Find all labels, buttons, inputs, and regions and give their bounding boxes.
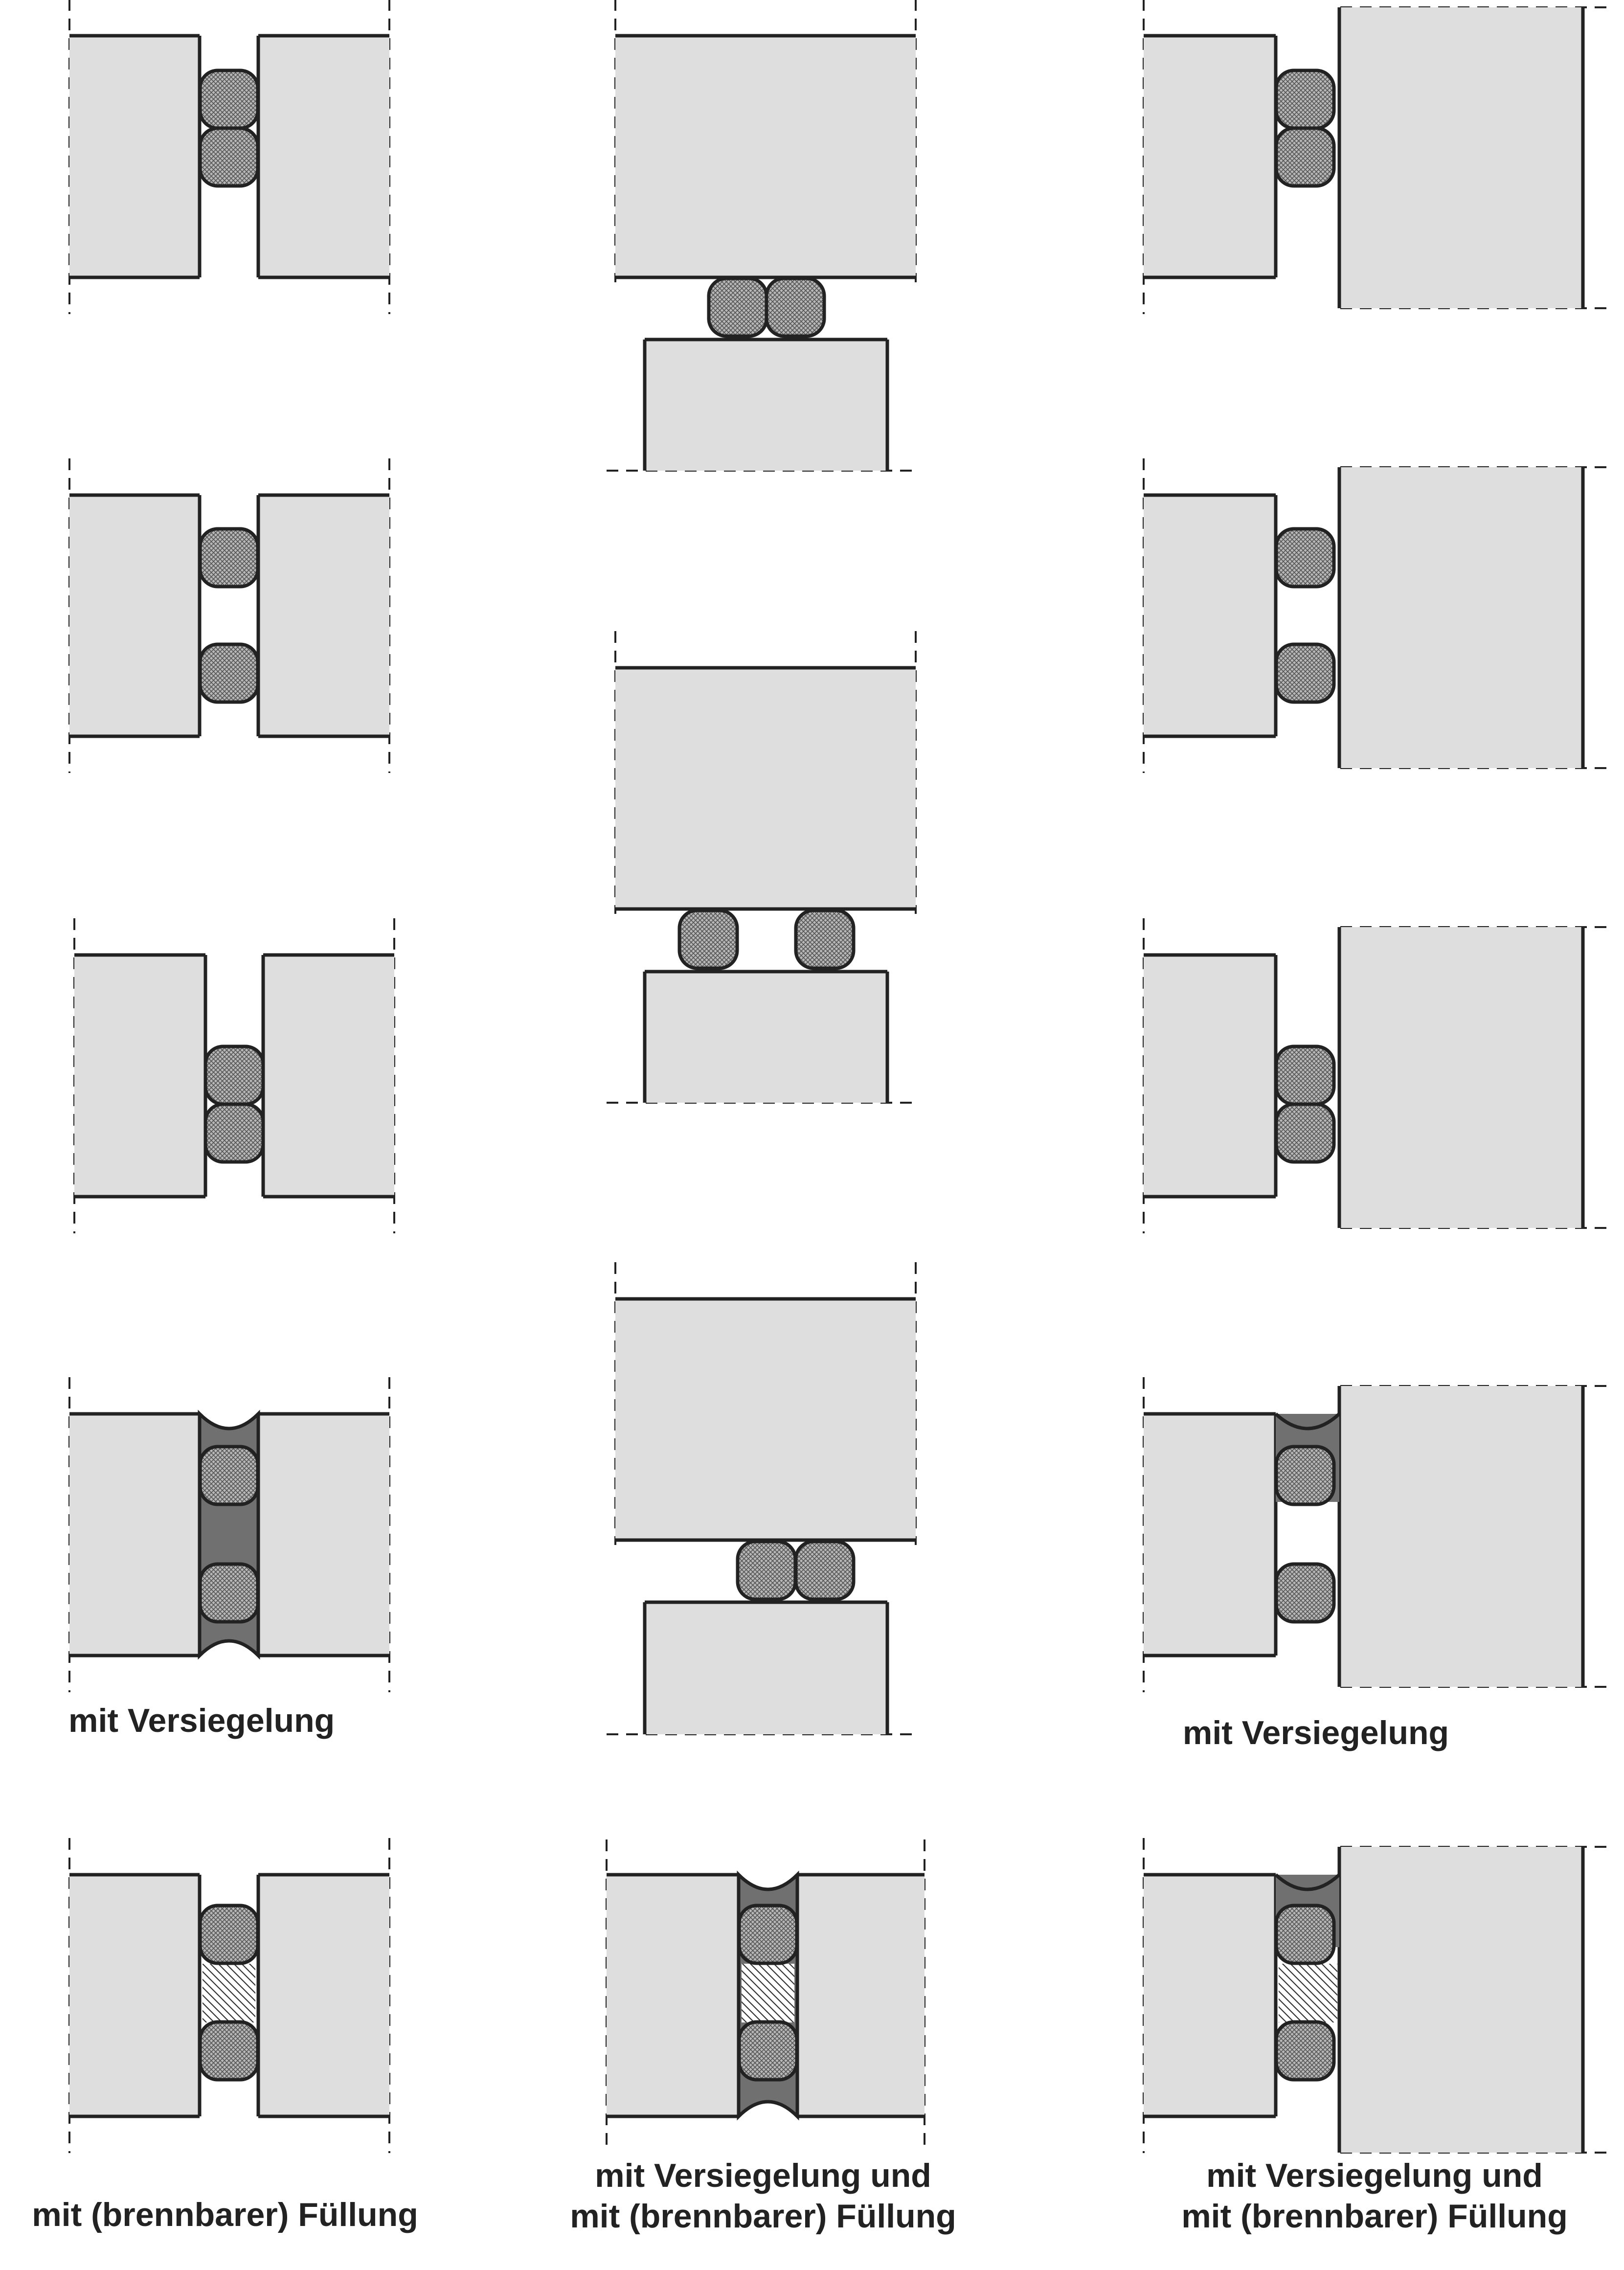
- concrete-block: [645, 340, 887, 471]
- sealant-surface: [1274, 1412, 1341, 1430]
- concrete-block: [1339, 1847, 1583, 2153]
- backing-rope: [736, 1540, 797, 1601]
- backing-rope: [707, 276, 768, 338]
- backing-rope: [198, 1562, 260, 1624]
- concrete-block: [1144, 1875, 1276, 2116]
- concrete-block: [1144, 1414, 1276, 1656]
- concrete-block: [645, 972, 887, 1103]
- caption-with-filling-left: mit (brennbarer) Füllung: [32, 2196, 418, 2233]
- backing-rope: [203, 1044, 265, 1106]
- combustible-filling: [203, 1964, 255, 2022]
- concrete-block: [615, 36, 916, 277]
- concrete-block: [1339, 7, 1583, 308]
- caption-sealing-and-filling-right-line2: mit (brennbarer) Füllung: [1181, 2198, 1568, 2235]
- backing-rope: [198, 68, 260, 130]
- concrete-block: [797, 1875, 925, 2116]
- concrete-block: [74, 955, 205, 1197]
- backing-rope: [1274, 1445, 1336, 1506]
- concrete-block: [69, 1414, 200, 1656]
- concrete-block: [615, 668, 916, 909]
- backing-rope: [1274, 1044, 1336, 1106]
- concrete-block: [1339, 1386, 1583, 1687]
- caption-sealing-and-filling-middle-line2: mit (brennbarer) Füllung: [570, 2198, 956, 2235]
- backing-rope: [198, 1904, 260, 1965]
- backing-rope: [737, 2020, 799, 2082]
- backing-rope: [1274, 2020, 1336, 2082]
- concrete-block: [645, 1602, 887, 1734]
- backing-rope: [794, 908, 856, 970]
- caption-with-sealing-right: mit Versiegelung: [1182, 1714, 1449, 1751]
- concrete-block: [1144, 955, 1276, 1197]
- backing-rope: [198, 1445, 260, 1506]
- concrete-block: [263, 955, 394, 1197]
- backing-rope: [765, 276, 826, 338]
- concrete-block: [1144, 495, 1276, 736]
- concrete-block: [1339, 467, 1583, 768]
- backing-rope: [1274, 68, 1336, 130]
- concrete-block: [69, 495, 200, 736]
- concrete-block: [258, 1414, 389, 1656]
- backing-rope: [1274, 1904, 1336, 1965]
- backing-rope: [1274, 126, 1336, 188]
- backing-rope: [1274, 1102, 1336, 1164]
- combustible-filling: [742, 1964, 794, 2022]
- concrete-block: [1339, 927, 1583, 1228]
- backing-rope: [1274, 642, 1336, 704]
- concrete-block: [1144, 36, 1276, 277]
- backing-rope: [737, 1904, 799, 1965]
- concrete-block: [615, 1299, 916, 1540]
- combustible-filling: [1279, 1964, 1337, 2022]
- concrete-block: [258, 36, 389, 277]
- backing-rope: [198, 126, 260, 188]
- concrete-block: [258, 1875, 389, 2116]
- backing-rope: [198, 642, 260, 704]
- backing-rope: [1274, 1562, 1336, 1624]
- backing-rope: [198, 527, 260, 589]
- backing-rope: [677, 908, 739, 970]
- backing-rope: [198, 2020, 260, 2082]
- sealant-surface: [1274, 1873, 1341, 1891]
- concrete-block: [69, 1875, 200, 2116]
- caption-sealing-and-filling-right-line1: mit Versiegelung und: [1206, 2157, 1543, 2194]
- concrete-block: [258, 495, 389, 736]
- backing-rope: [1274, 527, 1336, 589]
- caption-sealing-and-filling-middle-line1: mit Versiegelung und: [595, 2157, 931, 2194]
- concrete-block: [607, 1875, 739, 2116]
- backing-rope: [203, 1102, 265, 1164]
- backing-rope: [794, 1540, 856, 1601]
- caption-with-sealing-left: mit Versiegelung: [68, 1702, 335, 1739]
- concrete-block: [69, 36, 200, 277]
